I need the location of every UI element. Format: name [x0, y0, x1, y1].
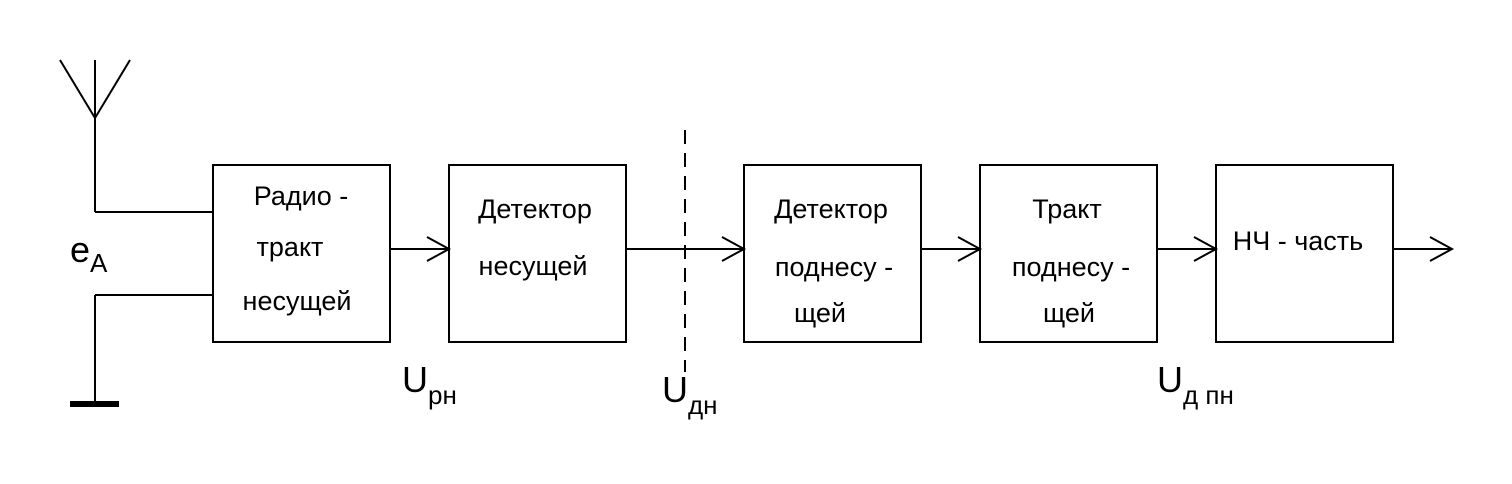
antenna-icon: [59, 59, 213, 213]
arrow-tract-to-lf-part: [1157, 236, 1219, 262]
carrier-detector-label-line2: несущей: [479, 251, 588, 281]
arrow-radio-to-carrier-detector: [390, 236, 452, 262]
subcarrier-tract-label-line1: Тракт: [1032, 194, 1102, 224]
subcarrier-tract-label-line3: щей: [1043, 298, 1095, 328]
radio-tract-label-line2: тракт: [257, 232, 324, 262]
carrier-detector-label-line1: Детектор: [478, 194, 592, 224]
subcarrier-tract-block: [979, 164, 1158, 343]
subcarrier-detector-label-line1: Детектор: [774, 194, 888, 224]
ground-icon: [70, 294, 213, 407]
arrow-subcarrier-detector-to-tract: [921, 236, 983, 262]
lf-part-label: НЧ - часть: [1233, 226, 1364, 256]
subcarrier-detector-label-line2: поднесу -: [775, 252, 893, 282]
subcarrier-detector-label-line3: щей: [794, 298, 846, 328]
carrier-detector-block: [448, 164, 627, 343]
radio-tract-block: [212, 164, 391, 343]
signal-u-rn-label: Uрн: [402, 359, 457, 410]
antenna-emf-label: eA: [70, 229, 108, 278]
arrow-lf-output: [1393, 236, 1455, 262]
lf-part-block: [1215, 164, 1394, 343]
subcarrier-tract-label-line2: поднесу -: [1012, 252, 1130, 282]
radio-tract-label-line3: несущей: [243, 286, 352, 316]
subcarrier-detector-block: [743, 164, 922, 343]
signal-u-dn-label: Uдн: [662, 369, 718, 420]
radio-tract-label-line1: Радио -: [254, 181, 348, 211]
signal-u-dpn-label: Uд пн: [1157, 359, 1234, 410]
